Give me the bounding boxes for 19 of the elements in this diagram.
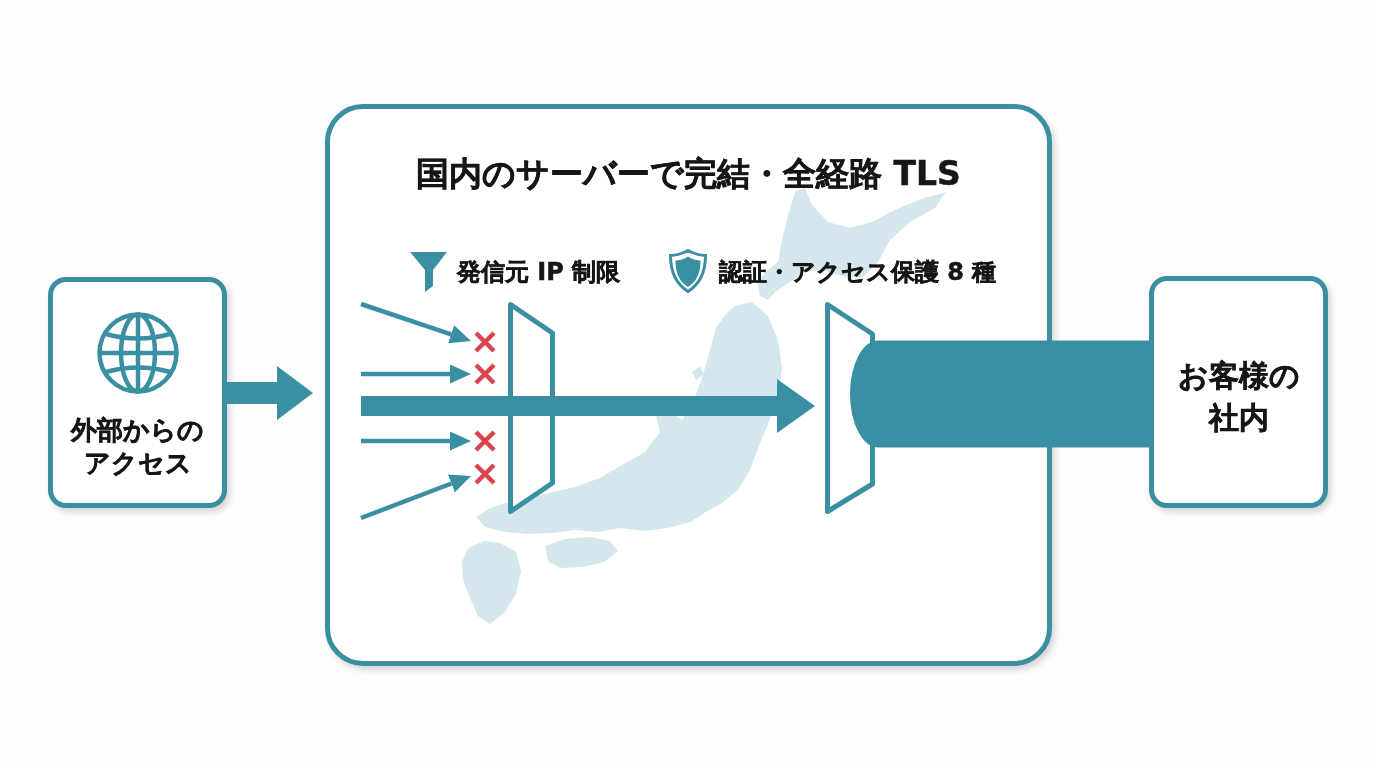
arrow — [361, 379, 815, 433]
connector-band — [850, 340, 1149, 448]
region-box — [325, 104, 1052, 666]
arrow — [360, 301, 471, 344]
node-box — [1149, 276, 1328, 508]
arrow — [360, 474, 471, 521]
gate-label: 発信元 IP 制限 — [457, 257, 621, 288]
gate-label: 認証・アクセス保護 8 種 — [719, 257, 997, 288]
cross-mark — [473, 429, 497, 453]
node-label: 外部からのアクセス — [69, 414, 205, 480]
arrow — [227, 366, 313, 420]
arrow — [361, 431, 471, 451]
node-label: お客様の社内 — [1176, 357, 1301, 437]
node-box — [48, 277, 227, 508]
cross-mark — [473, 462, 497, 486]
cross-mark — [473, 362, 497, 386]
cross-mark — [473, 330, 497, 354]
arrow — [361, 364, 471, 384]
panel-heading: 国内のサーバーで完結・全経路 TLS — [415, 153, 962, 195]
